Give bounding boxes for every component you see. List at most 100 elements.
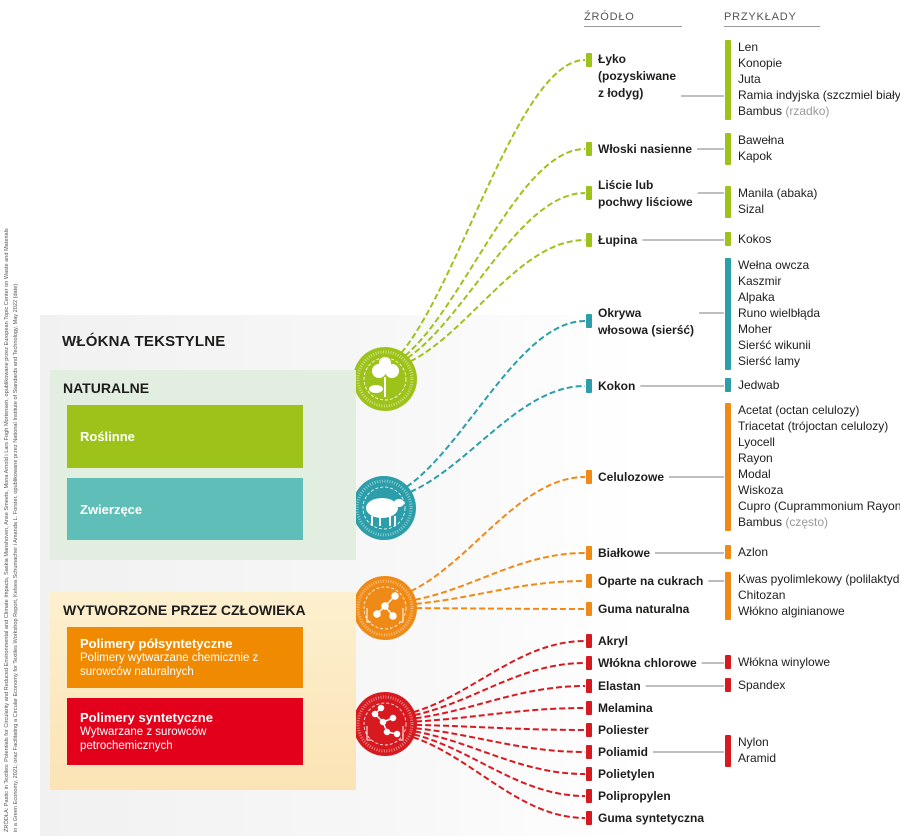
dashed-curve <box>406 320 586 488</box>
source-label: Guma naturalna <box>598 601 689 618</box>
example-item: Cupro (Cuprammonium Rayon) <box>738 499 900 513</box>
source-label: Kokon <box>598 378 635 395</box>
source-marker <box>586 314 592 328</box>
example-item: Jedwab <box>738 378 780 392</box>
source-label: Guma syntetyczna <box>598 810 704 827</box>
source-label-line: pochwy liściowe <box>598 195 693 209</box>
source-label-line: Melamina <box>598 701 653 715</box>
source-label-line: Guma naturalna <box>598 602 690 616</box>
source-marker <box>586 789 592 803</box>
examples-list: Acetat (octan celulozy)Triacetat (trójoc… <box>738 402 900 530</box>
source-label: Oparte na cukrach <box>598 573 703 590</box>
source-label-line: Polietylen <box>598 767 655 781</box>
examples-bar <box>725 232 731 246</box>
examples-list: Kokos <box>738 231 771 247</box>
example-item: Modal <box>738 467 771 481</box>
dashed-curve <box>415 685 586 720</box>
source-label: Polipropylen <box>598 788 671 805</box>
example-item: Triacetat (trójoctan celulozy) <box>738 419 889 433</box>
examples-bar <box>725 678 731 692</box>
source-marker <box>586 574 592 588</box>
examples-list: Włókna winylowe <box>738 654 830 670</box>
source-label-line: Oparte na cukrach <box>598 574 704 588</box>
source-marker <box>586 546 592 560</box>
source-label: Włoski nasienne <box>598 141 692 158</box>
example-item: Sizal <box>738 202 765 216</box>
dashed-curve <box>407 192 586 359</box>
animal-box: Zwierzęce <box>67 478 303 540</box>
source-marker <box>586 142 592 156</box>
dashed-curve <box>415 607 586 610</box>
example-item: Azlon <box>738 545 769 559</box>
header-source: ŹRÓDŁO <box>584 11 682 27</box>
source-label-line: Kokon <box>598 379 636 393</box>
source-label-line: (pozyskiwane <box>598 69 677 83</box>
example-item: Aramid <box>738 751 777 765</box>
dashed-curve <box>412 736 586 819</box>
example-item: Bawełna <box>738 133 785 147</box>
example-item: Sierść lamy <box>738 354 801 368</box>
source-marker <box>586 602 592 616</box>
source-label-line: Poliester <box>598 723 649 737</box>
examples-list: Jedwab <box>738 377 779 393</box>
manmade-title: WYTWORZONE PRZEZ CZŁOWIEKA <box>63 602 306 618</box>
dashed-curve <box>410 385 586 493</box>
source-label: Polietylen <box>598 766 655 783</box>
source-marker <box>586 811 592 825</box>
source-label: Włókna chlorowe <box>598 655 697 672</box>
source-marker <box>586 379 592 393</box>
examples-bar <box>725 40 731 120</box>
cotton-plant-icon <box>353 347 417 411</box>
source-label-line: Elastan <box>598 679 641 693</box>
source-label-line: Polipropylen <box>598 789 671 803</box>
example-item: Alpaka <box>738 290 775 304</box>
source-label: Elastan <box>598 678 641 695</box>
example-item: Lyocell <box>738 435 775 449</box>
example-item: Juta <box>738 72 761 86</box>
dashed-curve <box>410 239 586 363</box>
source-label: Poliamid <box>598 744 648 761</box>
source-marker <box>586 656 592 670</box>
examples-bar <box>725 378 731 392</box>
source-label: Białkowe <box>598 545 650 562</box>
example-item: Wełna owcza <box>738 258 810 272</box>
examples-list: Azlon <box>738 544 768 560</box>
source-label: Łupina <box>598 232 637 249</box>
examples-bar <box>725 403 731 531</box>
example-item: Konopie <box>738 56 783 70</box>
source-marker <box>586 723 592 737</box>
source-marker <box>586 745 592 759</box>
source-marker <box>586 233 592 247</box>
example-item: Runo wielbłąda <box>738 306 821 320</box>
example-note: (często) <box>785 515 829 529</box>
source-label-line: włosowa (sierść) <box>598 323 695 337</box>
dashed-curve <box>415 723 586 731</box>
natural-title: NATURALNE <box>63 380 150 396</box>
dashed-curve <box>415 580 586 605</box>
example-item: Włókno alginianowe <box>738 604 845 618</box>
source-label-line: Łupina <box>598 233 638 247</box>
dashed-curve <box>400 59 586 354</box>
manmade-panel: WYTWORZONE PRZEZ CZŁOWIEKA Polimery półs… <box>50 592 356 790</box>
source-marker <box>586 767 592 781</box>
semi-desc: Polimery wytwarzane chemicznie z surowcó… <box>80 652 259 678</box>
source-label: Celulozowe <box>598 469 664 486</box>
dashed-curve <box>413 640 586 714</box>
synth-desc: Wytwarzane z surowców petrochemicznych <box>80 726 207 752</box>
source-label: Poliester <box>598 722 649 739</box>
dashed-curve <box>413 733 586 797</box>
examples-bar <box>725 735 731 767</box>
source-marker <box>586 186 592 200</box>
source-label-line: z łodyg) <box>598 86 644 100</box>
example-note: (rzadko) <box>785 104 830 118</box>
source-marker <box>586 679 592 693</box>
dashed-curve <box>414 730 586 775</box>
source-label-line: Białkowe <box>598 546 651 560</box>
sheep-icon <box>352 476 416 540</box>
